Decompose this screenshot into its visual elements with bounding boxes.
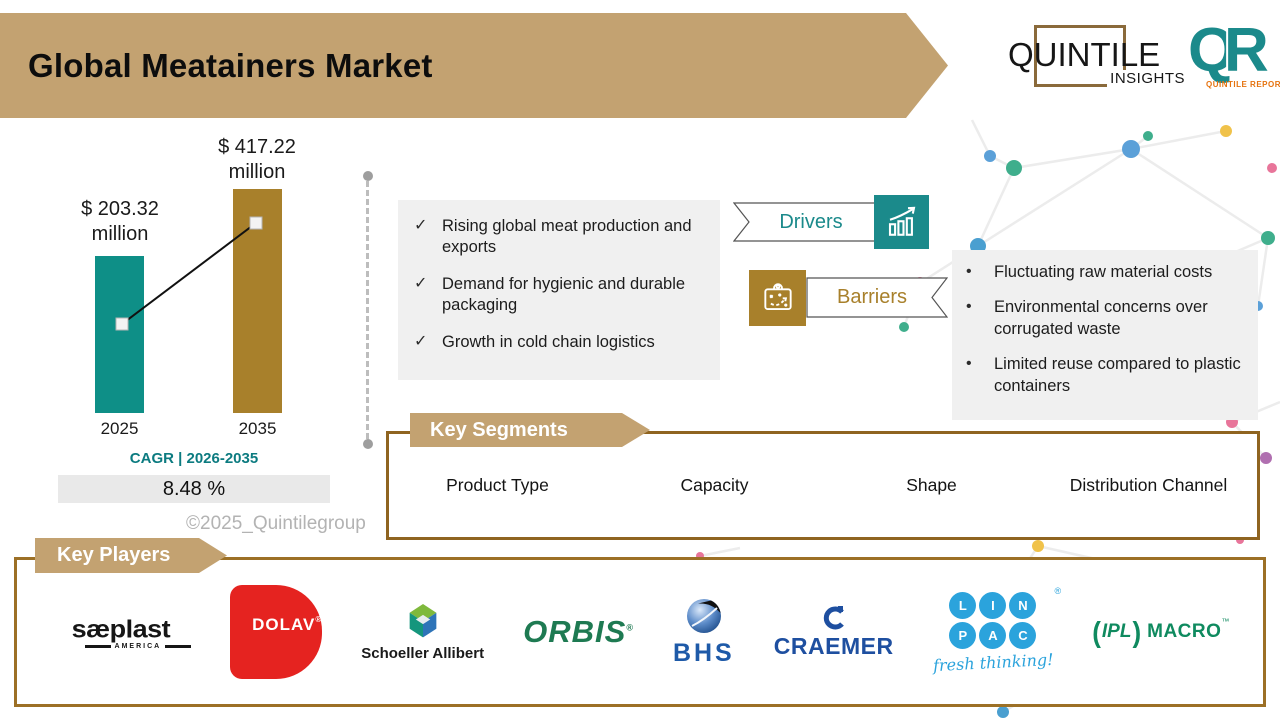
linpac-letter: P [949, 622, 977, 649]
logo-bhs: BHS [673, 596, 735, 668]
saeplast-sub: AMERICA [114, 643, 162, 650]
logo-orbis: ORBIS® [523, 614, 634, 650]
key-players-box: sæplast AMERICA DOLAV® Schoeller Alliber… [14, 557, 1266, 707]
paren-decoration: ) [1132, 614, 1142, 648]
value-label-2025: $ 203.32 million [81, 198, 159, 245]
drivers-list: ✓ Rising global meat production and expo… [398, 200, 720, 380]
cagr-label: CAGR | 2026-2035 [129, 450, 259, 467]
dashed-divider [362, 171, 373, 449]
registered-mark: ® [626, 622, 634, 633]
qr-caption: QUINTILE REPORTS [1206, 80, 1280, 89]
registered-mark: ® [315, 614, 323, 624]
driver-item: ✓ Rising global meat production and expo… [414, 216, 706, 259]
linpac-letter: N [1009, 592, 1037, 619]
bullet-icon: • [966, 298, 972, 316]
orbis-wordmark: ORBIS [523, 614, 627, 649]
trademark-mark: ™ [1221, 616, 1230, 626]
ribbon-shape [732, 202, 879, 242]
logo-dolav: DOLAV® [230, 585, 323, 679]
driver-item: ✓ Demand for hygienic and durable packag… [414, 274, 706, 317]
logo-linpac: ® L I N P A C fresh thinking! [932, 586, 1061, 676]
dolav-wordmark: DOLAV [252, 614, 316, 634]
schoeller-wordmark: Schoeller Allibert [361, 645, 485, 662]
check-icon: ✓ [414, 332, 428, 350]
linpac-letter: I [979, 592, 1007, 619]
driver-text: Rising global meat production and export… [442, 217, 692, 257]
key-segments-banner: Key Segments [410, 413, 650, 447]
segment-shape: Shape [906, 475, 957, 496]
bullet-icon: • [966, 263, 972, 280]
drivers-ribbon: Drivers [732, 202, 879, 242]
ribbon-shape [806, 277, 949, 318]
macro-wordmark: MACRO [1147, 621, 1222, 642]
divider [84, 645, 111, 648]
linpac-letter: A [979, 622, 1007, 649]
logo-schoeller-allibert: Schoeller Allibert [361, 602, 484, 662]
quintile-reports-logo: Q R QUINTILE REPORTS [1188, 16, 1280, 92]
segment-capacity: Capacity [680, 475, 749, 496]
drivers-label: Drivers [779, 210, 843, 233]
barrier-text: Environmental concerns over corrugated w… [994, 298, 1208, 338]
linpac-letter: L [949, 592, 977, 619]
logo-ipl-macro: ( IPL ) MACRO ™ [1092, 614, 1230, 648]
key-players-banner: Key Players [35, 538, 227, 573]
logo-frame-decoration [1034, 25, 1126, 87]
craemer-wordmark: CRAEMER [773, 632, 894, 659]
saeplast-wordmark: sæplast [71, 615, 171, 643]
driver-item: ✓ Growth in cold chain logistics [414, 332, 706, 353]
registered-mark: ® [1054, 586, 1062, 596]
cube-icon [409, 604, 437, 638]
linpac-tagline: fresh thinking! [932, 649, 1054, 676]
cagr-value: 8.48 % [58, 475, 330, 503]
segment-distribution-channel: Distribution Channel [1069, 475, 1228, 496]
brand-name: QUINTILE [1008, 36, 1161, 73]
check-icon: ✓ [414, 274, 428, 292]
ipl-wordmark: IPL [1101, 621, 1132, 642]
craemer-c-icon [823, 605, 844, 629]
barriers-ribbon: Barriers [806, 277, 949, 318]
barriers-label: Barriers [836, 285, 907, 308]
linpac-letter: C [1009, 622, 1037, 649]
divider [165, 645, 192, 648]
segment-product-type: Product Type [446, 475, 549, 496]
bullet-icon: • [966, 355, 972, 373]
quintile-insights-logo: QUINTILE INSIGHTS [1008, 25, 1185, 92]
strategy-clipboard-icon [749, 270, 806, 326]
growth-chart-icon [874, 195, 929, 249]
logo-craemer: CRAEMER [774, 605, 894, 660]
qr-letter-r: R [1224, 16, 1269, 85]
bhs-wordmark: BHS [672, 639, 735, 667]
barrier-item: • Fluctuating raw material costs [966, 262, 1248, 283]
logo-saeplast: sæplast AMERICA [51, 614, 192, 650]
paren-decoration: ( [1092, 614, 1101, 648]
sphere-icon [686, 599, 721, 633]
trend-line [115, 216, 263, 331]
x-tick-2035: 2035 [238, 419, 277, 438]
barrier-item: • Limited reuse compared to plastic cont… [966, 354, 1248, 397]
driver-text: Growth in cold chain logistics [442, 332, 655, 351]
qr-letter-q: Q [1188, 16, 1237, 85]
value-label-2035: $ 417.22 million [218, 136, 296, 183]
linpac-circles: L I N P A C [949, 592, 1037, 649]
copyright-watermark: ©2025_Quintilegroup [186, 513, 366, 534]
bar-2025 [95, 256, 144, 413]
barrier-text: Limited reuse compared to plastic contai… [994, 355, 1241, 395]
driver-text: Demand for hygienic and durable packagin… [442, 274, 686, 315]
key-segments-box: Product Type Capacity Shape Distribution… [386, 431, 1260, 540]
page-title: Global Meatainers Market [28, 46, 433, 84]
barriers-list: • Fluctuating raw material costs • Envir… [952, 250, 1258, 420]
barrier-text: Fluctuating raw material costs [994, 263, 1213, 281]
x-tick-2025: 2025 [100, 419, 139, 438]
brand-subname: INSIGHTS [1107, 70, 1185, 87]
check-icon: ✓ [414, 217, 428, 234]
barrier-item: • Environmental concerns over corrugated… [966, 297, 1248, 340]
title-banner: Global Meatainers Market [0, 13, 948, 118]
